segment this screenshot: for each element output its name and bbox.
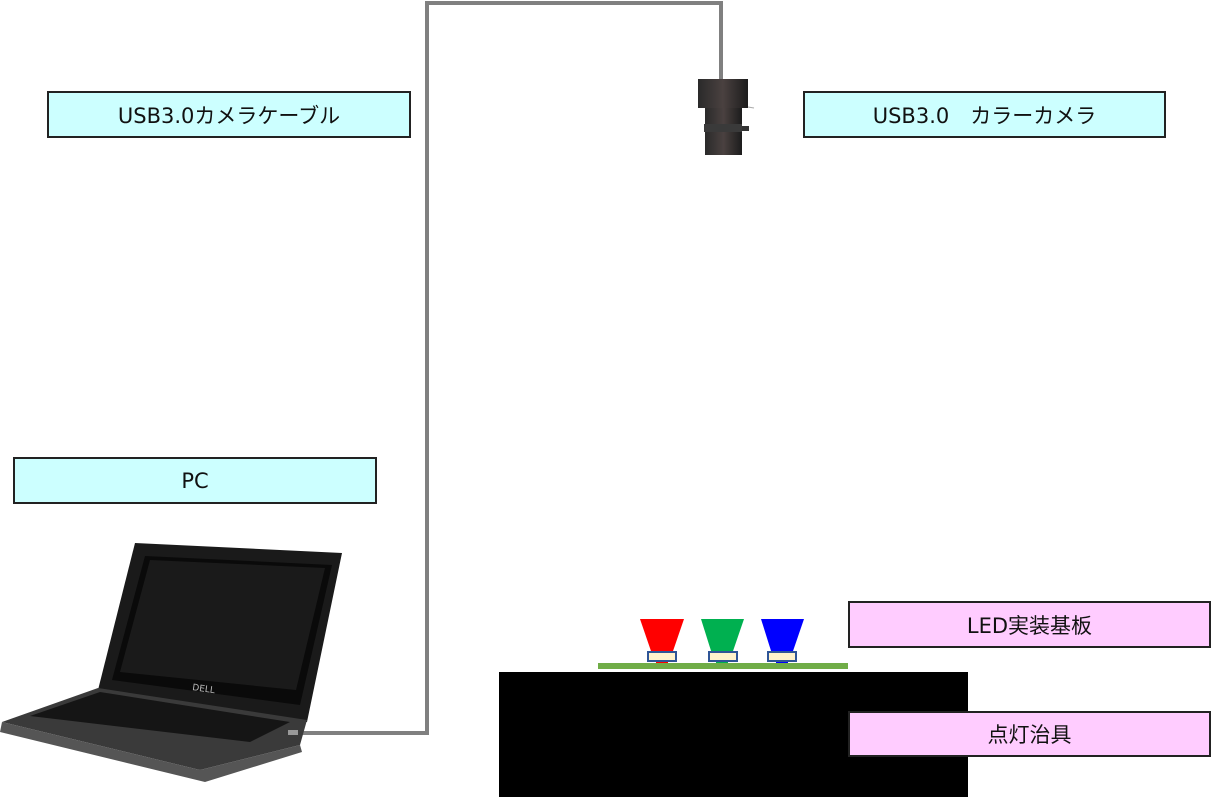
led-green [701,619,744,663]
led-board [598,663,848,669]
led-blue [761,619,804,663]
camera-icon [698,79,755,155]
pc-label: PC [13,457,377,504]
cable-label: USB3.0カメラケーブル [47,91,411,138]
laptop-brand: DELL [192,683,216,696]
laptop-icon: DELL [0,543,342,782]
led-red [640,619,684,663]
usb-cable [296,1,723,735]
camera-label: USB3.0 カラーカメラ [803,91,1166,138]
fixture-label: 点灯治具 [848,711,1211,757]
led-board-label: LED実装基板 [848,601,1211,648]
